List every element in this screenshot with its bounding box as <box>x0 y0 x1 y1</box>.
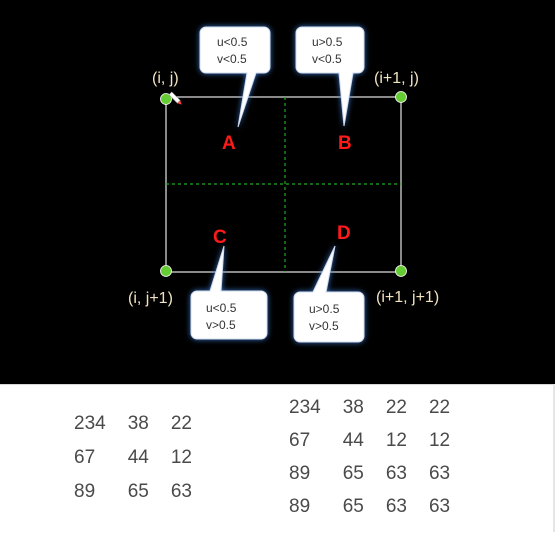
matrix-cell: 22 <box>385 397 407 418</box>
region-label-b: B <box>338 133 352 154</box>
matrix-cell: 44 <box>342 430 364 451</box>
pencil-icon <box>168 91 182 105</box>
bubble-b-line2: v<0.5 <box>312 52 342 66</box>
matrix-large-row: 89 65 63 63 <box>289 490 450 523</box>
matrix-small-row: 234 38 22 <box>74 407 192 441</box>
matrix-cell: 63 <box>385 463 407 484</box>
matrix-cell: 22 <box>428 397 451 418</box>
region-label-a: A <box>222 133 236 154</box>
matrix-cell: 63 <box>428 463 451 484</box>
region-label-c: C <box>213 227 227 248</box>
matrix-cell: 65 <box>127 481 149 502</box>
region-label-d: D <box>337 223 351 244</box>
bubble-a-line2: v<0.5 <box>217 52 247 66</box>
matrices-panel: 234 38 22 67 44 12 89 65 63 234 38 22 22… <box>0 384 555 533</box>
matrix-cell: 89 <box>74 481 96 502</box>
matrix-cell: 63 <box>170 481 192 502</box>
matrix-large-row: 89 65 63 63 <box>289 457 450 490</box>
corner-label-bottom-right: (i+1, j+1) <box>376 289 439 306</box>
interpolation-diagram: (i, j) (i+1, j) (i, j+1) (i+1, j+1) A B … <box>0 0 555 384</box>
matrix-cell: 234 <box>289 397 321 418</box>
bubble-c-line1: u<0.5 <box>206 301 237 315</box>
matrix-cell: 44 <box>127 447 149 468</box>
matrix-cell: 38 <box>127 413 149 434</box>
matrix-small-row: 67 44 12 <box>74 441 192 475</box>
matrix-large-row: 234 38 22 22 <box>289 391 450 424</box>
matrix-cell: 67 <box>289 430 311 451</box>
corner-dot-bottom-right <box>395 265 407 277</box>
matrix-cell: 234 <box>74 413 106 434</box>
matrix-large-row: 67 44 12 12 <box>289 424 450 457</box>
matrix-small-row: 89 65 63 <box>74 475 192 509</box>
bubble-c-line2: v>0.5 <box>206 318 236 332</box>
corner-dot-bottom-left <box>160 265 172 277</box>
bubble-d-line2: v>0.5 <box>309 319 339 333</box>
corner-label-top-right: (i+1, j) <box>374 70 419 87</box>
matrix-cell: 65 <box>342 463 364 484</box>
matrix-cell: 63 <box>428 496 451 517</box>
bubble-c <box>190 245 268 340</box>
diagram-canvas: (i, j) (i+1, j) (i, j+1) (i+1, j+1) A B … <box>128 26 439 343</box>
matrix-cell: 12 <box>385 430 407 451</box>
matrix-small: 234 38 22 67 44 12 89 65 63 <box>74 407 192 509</box>
corner-label-top-left: (i, j) <box>152 70 179 87</box>
bubble-a <box>199 26 271 128</box>
corner-label-bottom-left: (i, j+1) <box>128 290 173 307</box>
matrix-cell: 67 <box>74 447 96 468</box>
matrix-large: 234 38 22 22 67 44 12 12 89 65 63 63 89 … <box>289 391 450 523</box>
corner-dot-top-right <box>395 91 407 103</box>
corner-dot-top-left <box>160 93 172 105</box>
matrix-cell: 89 <box>289 463 311 484</box>
matrix-cell: 22 <box>170 413 192 434</box>
bubble-b <box>295 26 365 127</box>
bubble-d <box>293 245 365 343</box>
right-edge-divider <box>553 384 555 532</box>
matrix-cell: 89 <box>289 496 311 517</box>
matrix-cell: 63 <box>385 496 407 517</box>
bubble-b-line1: u>0.5 <box>312 35 343 49</box>
matrix-cell: 65 <box>342 496 364 517</box>
bubble-d-line1: u>0.5 <box>309 302 340 316</box>
matrix-cell: 12 <box>428 430 451 451</box>
matrix-cell: 38 <box>342 397 364 418</box>
matrix-cell: 12 <box>170 447 192 468</box>
bubble-a-line1: u<0.5 <box>217 35 248 49</box>
